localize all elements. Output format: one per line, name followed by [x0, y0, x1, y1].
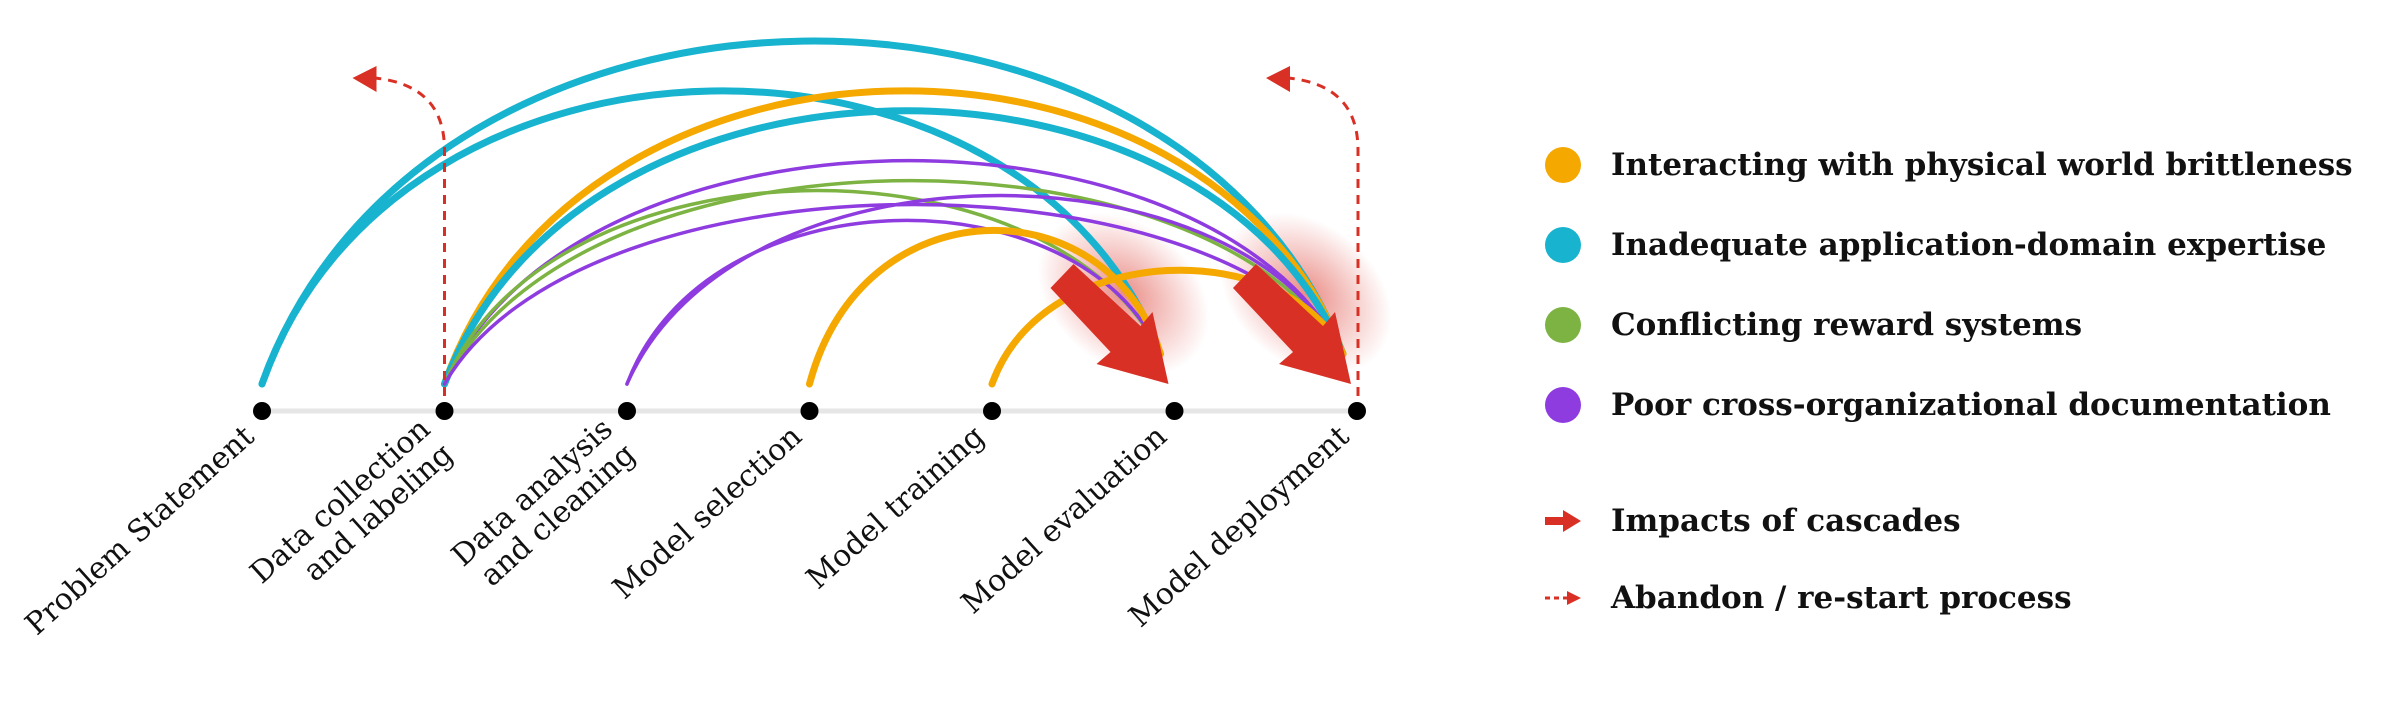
legend-item-restart: Abandon / re-start process [1545, 561, 2365, 635]
restart-arrow-head [352, 66, 377, 92]
restart-arrow-head [1266, 66, 1290, 92]
stage-label: Model selection [606, 419, 809, 606]
legend-label: Conflicting reward systems [1611, 307, 2083, 343]
cascade-arc-physical [988, 266, 1347, 388]
stage-label: Model training [800, 419, 992, 596]
legend-item-physical: Interacting with physical world brittlen… [1545, 125, 2365, 205]
stage-node [435, 402, 454, 420]
impact-glow [1220, 212, 1392, 376]
impact-arrow [1233, 264, 1351, 384]
restart-arrows [352, 66, 1360, 396]
legend-item-expertise: Inadequate application-domain expertise [1545, 205, 2365, 285]
stage-node [253, 402, 271, 420]
cascade-arc-documentation [625, 218, 1163, 386]
impact-arrow [1050, 264, 1169, 384]
legend-label: Abandon / re-start process [1611, 580, 2072, 616]
legend-label: Interacting with physical world brittlen… [1611, 147, 2353, 183]
legend-swatch-documentation [1545, 387, 1581, 423]
dashed-red-arrow-icon [1545, 580, 1581, 616]
stage-label: Problem Statement [19, 419, 262, 642]
legend-item-impacts: Impacts of cascades [1545, 481, 2365, 561]
cascade-arc-documentation [442, 202, 1345, 386]
restart-arrow [1287, 76, 1360, 396]
legend-swatch-physical [1545, 147, 1581, 183]
stage-node [618, 402, 636, 420]
stage-node [1165, 402, 1184, 420]
legend-item-documentation: Poor cross-organizational documentation [1545, 365, 2365, 445]
cascade-arc-physical [806, 227, 1164, 388]
cascade-arc-expertise [258, 37, 1347, 388]
legend-label: Poor cross-organizational documentation [1611, 387, 2331, 423]
legend-swatch-expertise [1545, 227, 1581, 263]
cascade-arcs [258, 37, 1347, 388]
thick-red-arrow-icon [1545, 503, 1581, 539]
cascade-arc-physical [441, 87, 1347, 388]
stage-label: Data analysisand cleaning [445, 412, 642, 599]
stage-label: Data collectionand labeling [244, 412, 460, 617]
restart-arrow [374, 76, 446, 396]
cascade-arc-expertise [258, 87, 1164, 388]
legend-item-reward: Conflicting reward systems [1545, 285, 2365, 365]
legend: Interacting with physical world brittlen… [1545, 125, 2365, 635]
stage-node [983, 402, 1001, 420]
legend-swatch-reward [1545, 307, 1581, 343]
cascade-arc-reward [442, 178, 1345, 386]
stage-node [800, 402, 819, 420]
cascade-arc-expertise [441, 107, 1347, 388]
legend-label: Impacts of cascades [1611, 503, 1961, 539]
impact-arrows [1050, 264, 1351, 384]
stage-nodes [253, 402, 1366, 420]
cascade-arc-documentation [625, 193, 1345, 386]
stage-node [1348, 402, 1366, 420]
legend-label: Inadequate application-domain expertise [1611, 227, 2327, 263]
